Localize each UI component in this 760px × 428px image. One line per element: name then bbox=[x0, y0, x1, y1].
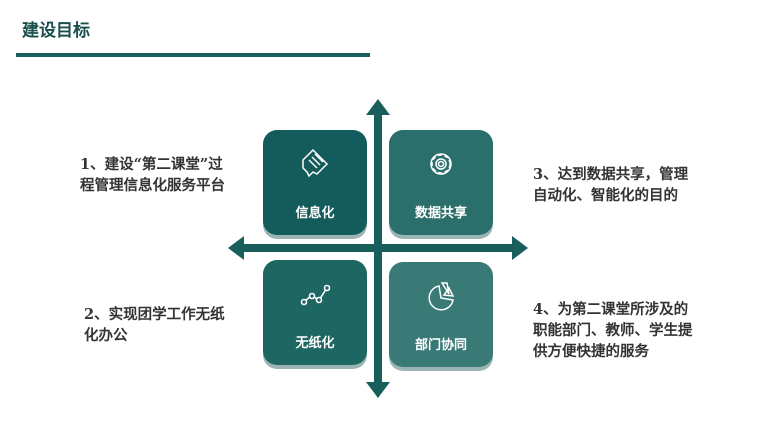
quadrant-informatization: 信息化 bbox=[263, 130, 367, 235]
arrow-up-icon bbox=[366, 99, 390, 115]
slide-title: 建设目标 bbox=[22, 21, 90, 41]
quadrant-label: 信息化 bbox=[295, 206, 335, 221]
quadrant-data-sharing: 数据共享 bbox=[389, 130, 493, 235]
quadrant-label: 数据共享 bbox=[414, 206, 467, 221]
quadrant-paperless: 无纸化 bbox=[263, 260, 367, 365]
quadrant-label: 部门协同 bbox=[414, 338, 467, 353]
gear-icon bbox=[430, 153, 452, 175]
goal-2: 2、实现团学工作无纸化办公 bbox=[84, 306, 225, 344]
horizontal-axis bbox=[242, 244, 516, 252]
quadrant-department-collaboration: 部门协同 bbox=[389, 262, 493, 367]
pie-chart-icon bbox=[428, 282, 455, 311]
arrow-down-icon bbox=[366, 382, 390, 398]
line-chart-icon bbox=[300, 284, 331, 306]
goal-1: 1、建设“第二课堂”过程管理信息化服务平台 bbox=[80, 156, 225, 194]
arrow-left-icon bbox=[228, 236, 244, 260]
goal-3: 3、达到数据共享，管理自动化、智能化的目的 bbox=[533, 166, 689, 204]
quadrant-label: 无纸化 bbox=[295, 336, 335, 351]
document-icon bbox=[302, 148, 329, 178]
goal-4: 4、为第二课堂所涉及的职能部门、教师、学生提供方便快捷的服务 bbox=[533, 301, 693, 360]
title-underline bbox=[16, 53, 370, 57]
arrow-right-icon bbox=[512, 236, 528, 260]
